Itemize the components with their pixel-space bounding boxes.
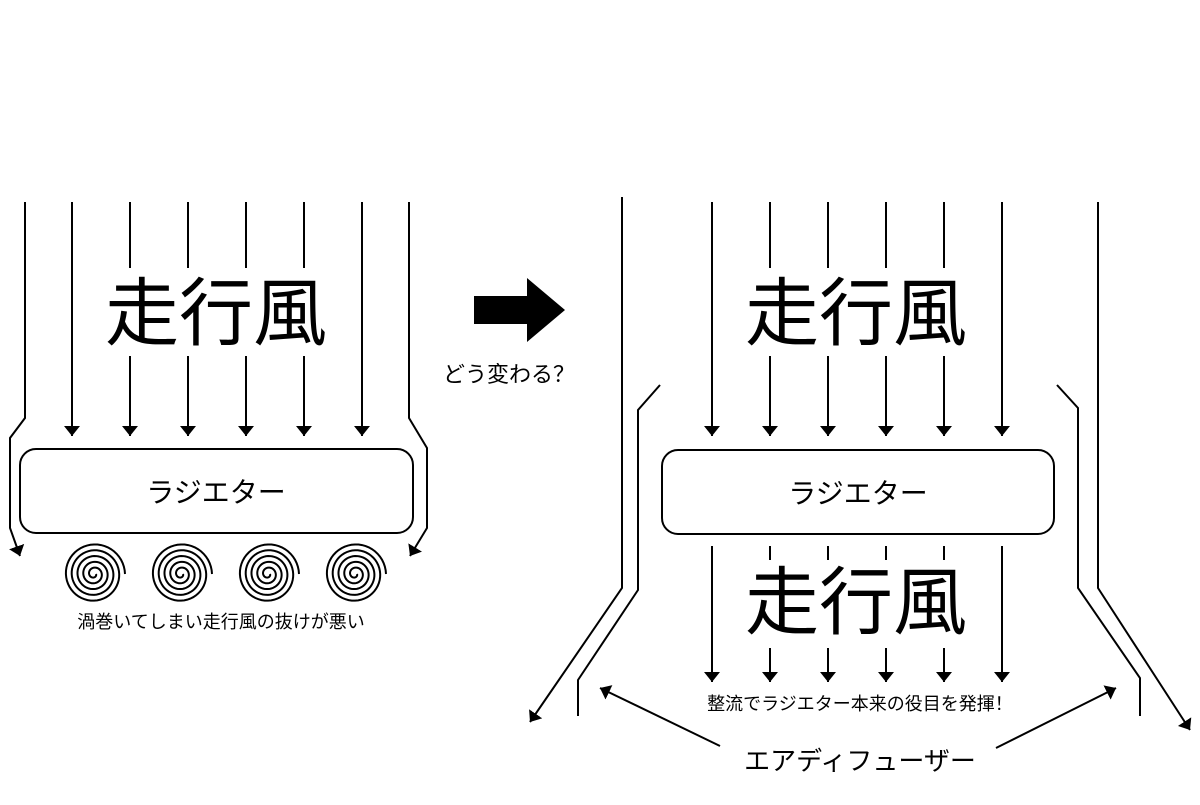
- transition-question: どう変わる？: [443, 363, 575, 388]
- left-caption: 渦巻いてしまい走行風の抜けが悪い: [77, 612, 364, 633]
- vortex-spiral: [151, 543, 213, 602]
- transition: どう変わる？: [443, 278, 575, 388]
- left-outer-flow-line-right: [408, 202, 428, 557]
- diffuser-label: エアディフューザー: [744, 747, 976, 777]
- left-radiator: [19, 448, 414, 534]
- right-radiator: [661, 449, 1055, 535]
- left-diagram: 走行風 ラジエター 渦巻いてしまい走行風の抜けが悪い: [9, 202, 428, 633]
- right-caption: 整流でラジエター本来の役目を発揮！: [707, 694, 1013, 715]
- diffuser-wall-right: [1056, 384, 1141, 716]
- right-wind-label-top: 走行風: [745, 271, 967, 357]
- right-outer-flow-line-left: [529, 197, 623, 723]
- right-radiator-label: ラジエター: [788, 477, 927, 510]
- diffuser-wall-left: [577, 384, 661, 716]
- left-vortices: [64, 543, 387, 602]
- diffuser-pointer-left: [599, 685, 721, 747]
- left-wind-label: 走行風: [105, 271, 327, 357]
- left-outer-flow-line-left: [9, 202, 26, 557]
- diffuser-pointer-right: [995, 685, 1117, 749]
- vortex-spiral: [238, 543, 300, 602]
- transition-arrow: [474, 278, 565, 342]
- vortex-spiral: [325, 543, 387, 602]
- left-radiator-label: ラジエター: [146, 476, 285, 509]
- right-outer-flow-line-right: [1097, 202, 1192, 731]
- right-diagram: 走行風 ラジエター 走行風 整流でラジエター本来の役目を発揮！ エアディフューザ…: [529, 197, 1192, 777]
- right-wind-label-bottom: 走行風: [745, 560, 967, 646]
- vortex-spiral: [64, 543, 126, 602]
